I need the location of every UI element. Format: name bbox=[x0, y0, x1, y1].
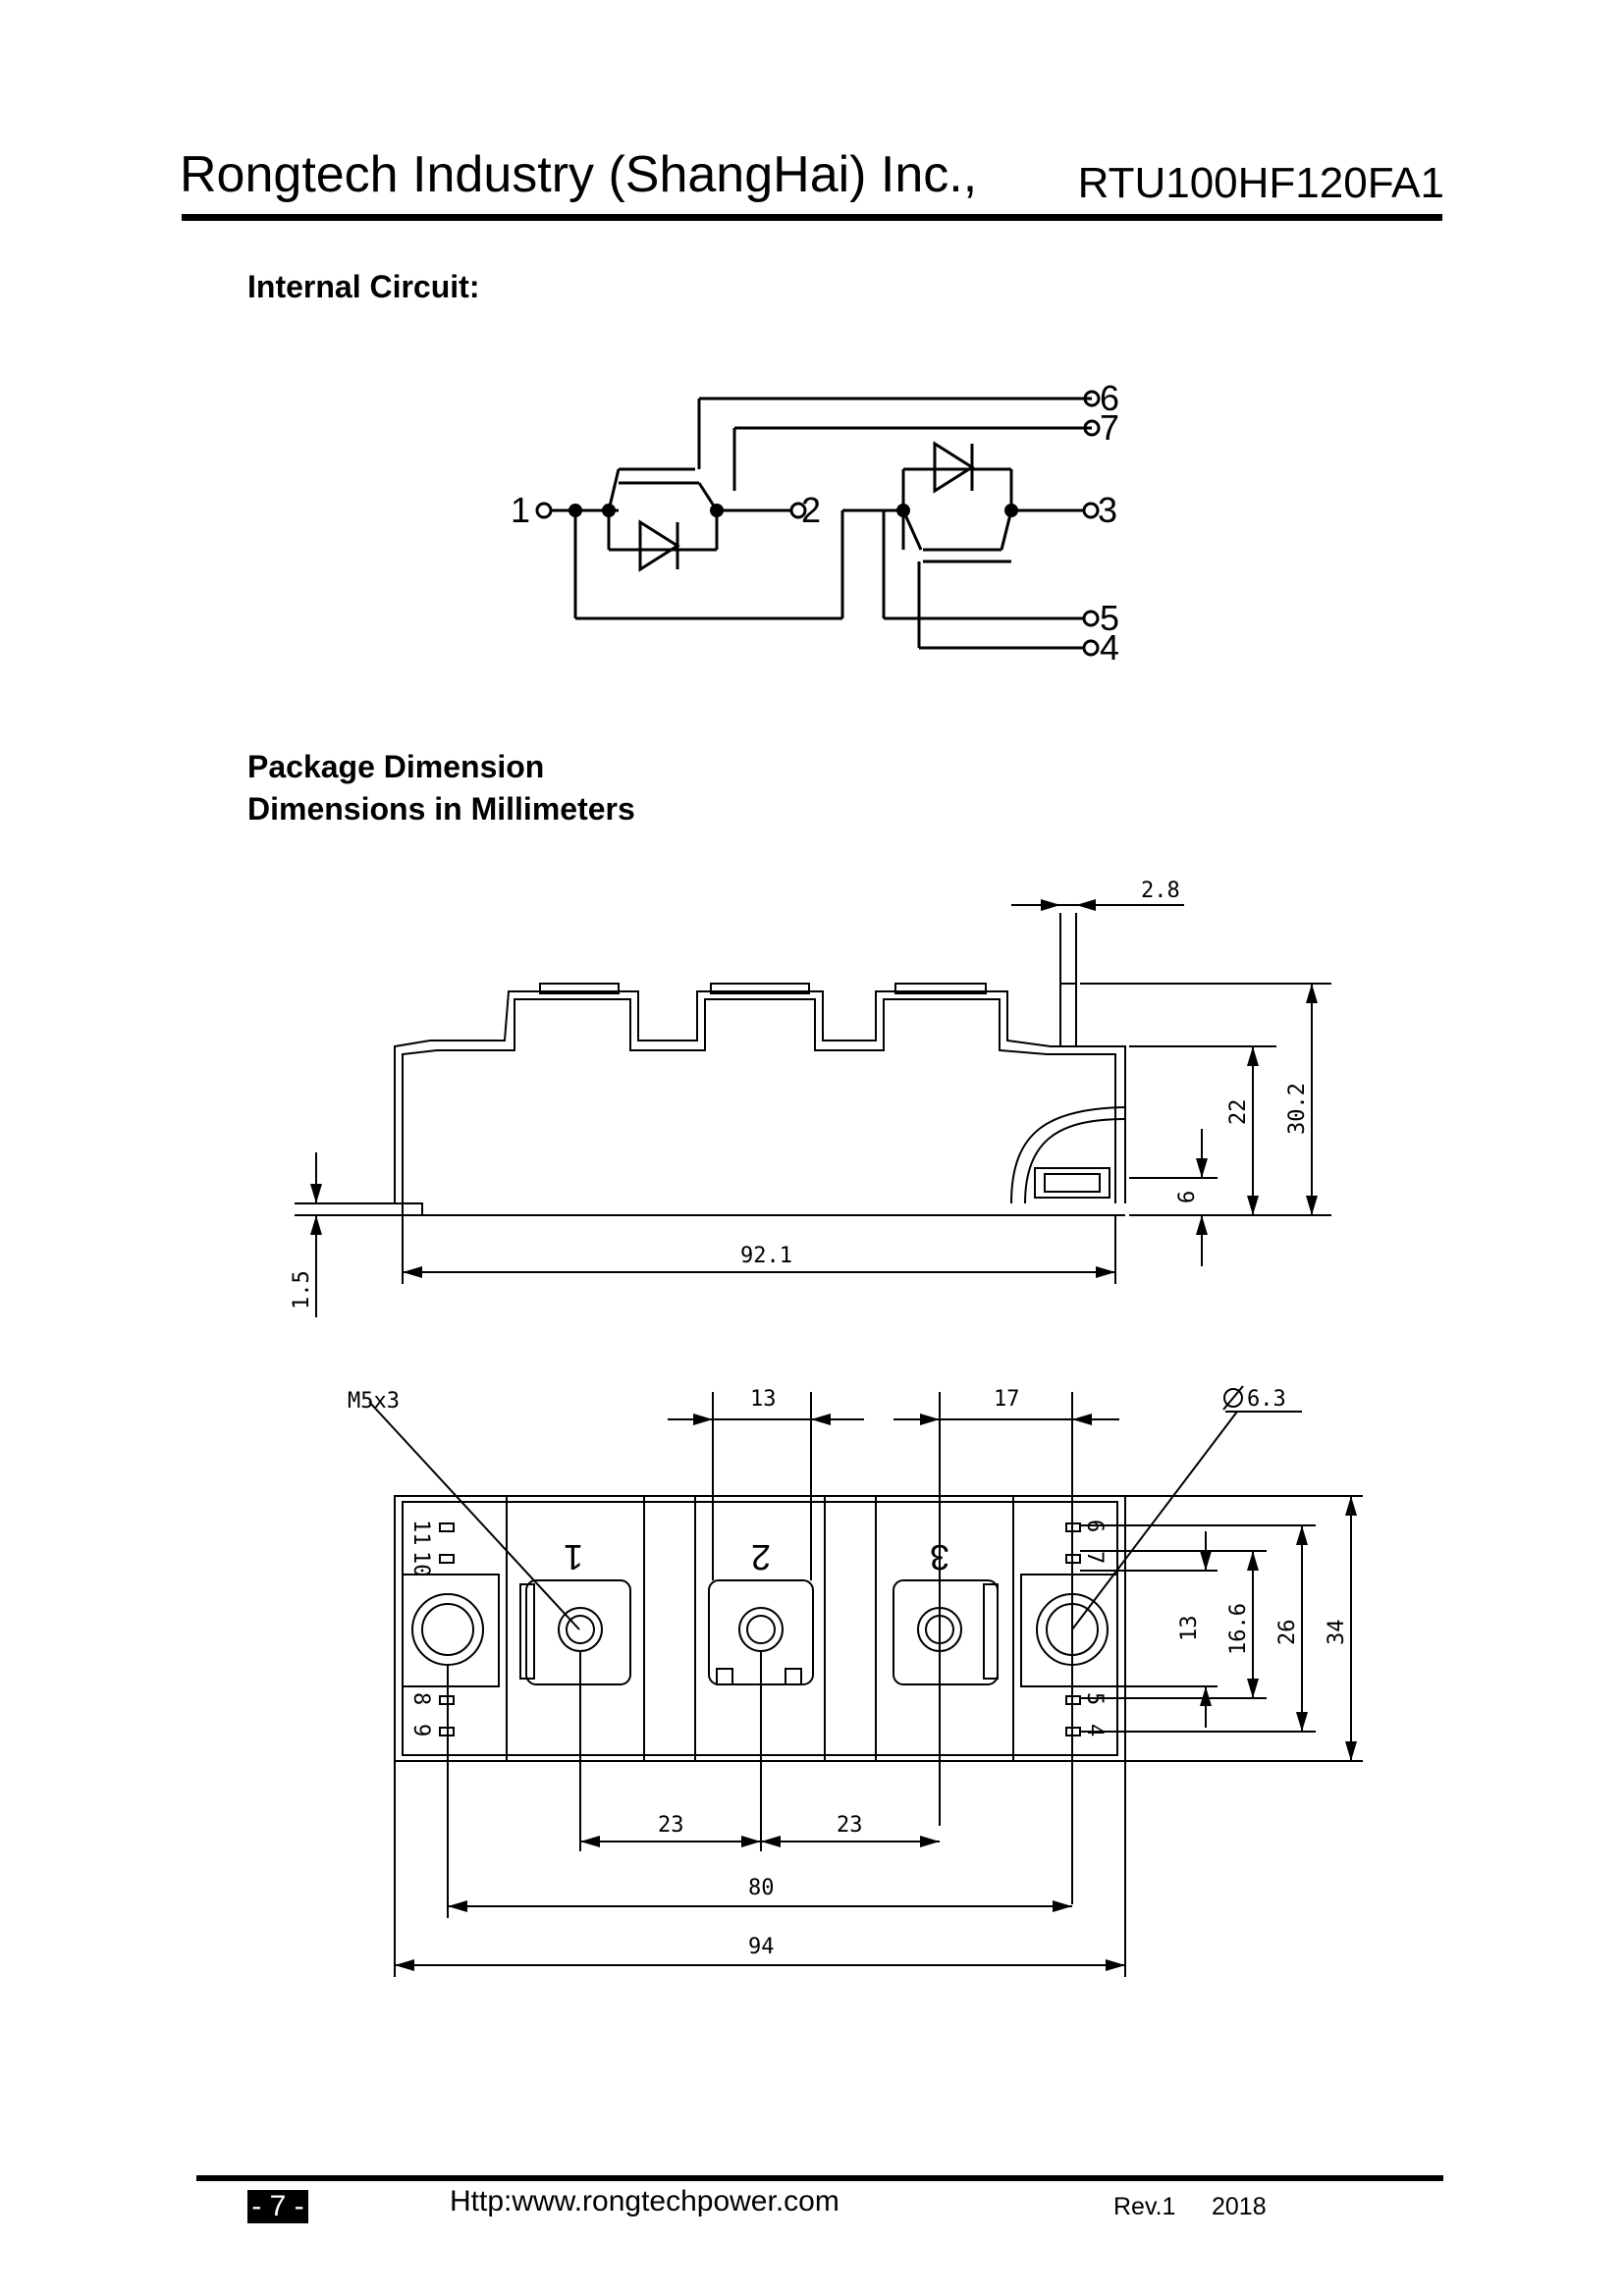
footer-divider bbox=[196, 2175, 1443, 2181]
dim-22: 22 bbox=[1226, 1099, 1251, 1126]
pin-label-8: 8 bbox=[408, 1692, 433, 1705]
label-m5x3: M5x3 bbox=[348, 1389, 400, 1414]
pin4-terminal bbox=[1082, 639, 1100, 657]
pin-label-7: 7 bbox=[1082, 1551, 1107, 1564]
dim-94: 94 bbox=[748, 1935, 775, 1959]
dim-13-top: 13 bbox=[750, 1387, 777, 1412]
node-dot bbox=[710, 504, 724, 517]
pin-label-5: 5 bbox=[1082, 1692, 1107, 1705]
dim-2-8: 2.8 bbox=[1141, 879, 1180, 903]
header-divider bbox=[182, 214, 1442, 221]
pin-label-9: 9 bbox=[408, 1724, 433, 1736]
dim-30-2: 30.2 bbox=[1285, 1083, 1310, 1135]
pin-label-1: 1 bbox=[511, 490, 530, 530]
pin-label-2: 2 bbox=[801, 490, 821, 530]
company-name: Rongtech Industry (ShangHai) Inc., bbox=[180, 146, 978, 203]
pin-label-6: 6 bbox=[1082, 1520, 1107, 1532]
pin-label-11: 11 bbox=[408, 1520, 433, 1546]
page-number: - 7 - bbox=[247, 2190, 308, 2223]
node-dot bbox=[568, 504, 582, 517]
dim-dia-6-3: 6.3 bbox=[1247, 1387, 1286, 1412]
pin-label-4: 4 bbox=[1082, 1724, 1107, 1736]
terminal-label-2: 2 bbox=[751, 1537, 771, 1577]
dim-34: 34 bbox=[1325, 1620, 1349, 1646]
pin-label-10: 10 bbox=[408, 1551, 433, 1577]
dim-16-6: 16.6 bbox=[1226, 1603, 1251, 1655]
pin7-terminal bbox=[1083, 419, 1101, 437]
internal-circuit-heading: Internal Circuit: bbox=[247, 269, 480, 304]
internal-circuit-diagram: 1 2 3 6 7 5 4 bbox=[511, 378, 1119, 667]
dim-23-right: 23 bbox=[837, 1813, 863, 1838]
pin5-terminal bbox=[1082, 610, 1100, 627]
node-dot bbox=[602, 504, 616, 517]
package-dimension-heading: Package Dimension bbox=[247, 749, 545, 784]
node-dot bbox=[896, 504, 910, 517]
dim-23-left: 23 bbox=[658, 1813, 684, 1838]
diameter-symbol bbox=[1222, 1385, 1244, 1411]
dim-17: 17 bbox=[994, 1387, 1020, 1412]
dim-1-5: 1.5 bbox=[290, 1270, 314, 1309]
pin-label-3: 3 bbox=[1098, 490, 1117, 530]
pin-label-6: 6 bbox=[1100, 378, 1119, 418]
revision-year: 2018 bbox=[1212, 2193, 1267, 2220]
pin-label-4: 4 bbox=[1100, 627, 1119, 667]
dim-6: 6 bbox=[1175, 1191, 1200, 1203]
terminal-label-3: 3 bbox=[930, 1537, 949, 1577]
dimensions-unit-heading: Dimensions in Millimeters bbox=[247, 791, 635, 827]
dim-13-right: 13 bbox=[1177, 1616, 1202, 1642]
pin-label-7: 7 bbox=[1100, 407, 1119, 448]
dim-26: 26 bbox=[1275, 1620, 1300, 1646]
dim-80: 80 bbox=[748, 1876, 775, 1900]
revision-label: Rev.1 bbox=[1113, 2193, 1176, 2220]
node-dot bbox=[1004, 504, 1018, 517]
terminal-label-1: 1 bbox=[564, 1537, 583, 1577]
pin3-terminal bbox=[1082, 502, 1100, 519]
pin6-terminal bbox=[1083, 390, 1101, 407]
pin2-terminal bbox=[789, 502, 807, 519]
website-link[interactable]: Http:www.rongtechpower.com bbox=[450, 2185, 839, 2217]
pin-label-5: 5 bbox=[1100, 598, 1119, 638]
dim-92-1: 92.1 bbox=[740, 1244, 792, 1268]
model-number: RTU100HF120FA1 bbox=[1077, 159, 1444, 207]
